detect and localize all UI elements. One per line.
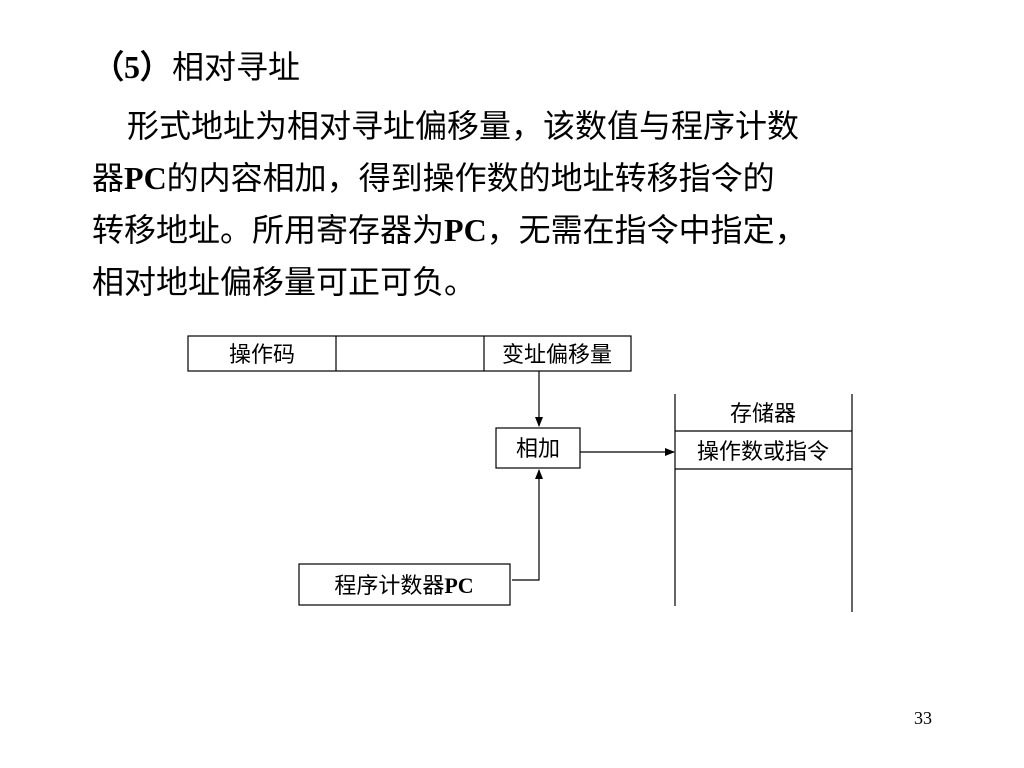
program-counter-box: 程序计数器PC	[298, 563, 511, 606]
instruction-format: 操作码 变址偏移量	[187, 335, 632, 372]
paragraph-line-2: 器PC的内容相加，得到操作数的地址转移指令的	[92, 152, 982, 204]
description-paragraph: 形式地址为相对寻址偏移量，该数值与程序计数 器PC的内容相加，得到操作数的地址转…	[92, 100, 982, 308]
pc-label-bold: PC	[444, 573, 473, 598]
paragraph-line-3: 转移地址。所用寄存器为PC，无需在指令中指定，	[92, 204, 982, 256]
paragraph-line-2-prefix: 器	[92, 160, 125, 196]
pc-to-adder-arrow	[512, 469, 543, 581]
adder-label: 相加	[516, 436, 560, 461]
offset-field: 变址偏移量	[502, 342, 612, 367]
paragraph-line-3-suffix: ，无需在指令中指定，	[486, 212, 807, 248]
paragraph-line-2-pc: PC	[124, 160, 167, 196]
heading-title: 相对寻址	[172, 49, 301, 85]
opcode-field: 操作码	[229, 342, 295, 367]
paragraph-line-3-prefix: 转移地址。所用寄存器为	[92, 212, 445, 248]
pc-outline	[298, 563, 511, 606]
heading-number: （5）	[92, 49, 173, 85]
pc-label-prefix: 程序计数器	[334, 573, 444, 598]
instruction-format-outline	[187, 335, 632, 372]
page-number: 33	[914, 708, 932, 728]
paragraph-line-2-suffix: 的内容相加，得到操作数的地址转移指令的	[166, 160, 775, 196]
paragraph-line-1: 形式地址为相对寻址偏移量，该数值与程序计数	[127, 108, 800, 144]
adder-box: 相加	[495, 427, 581, 469]
paragraph-line-3-pc: PC	[444, 212, 487, 248]
adder-outline	[495, 427, 581, 469]
memory-cell-label: 操作数或指令	[697, 439, 829, 464]
heading: （5）相对寻址	[92, 42, 300, 92]
memory-title: 存储器	[730, 401, 796, 426]
memory: 存储器 操作数或指令	[674, 394, 853, 612]
pc-label: 程序计数器PC	[334, 573, 473, 598]
paragraph-line-4: 相对地址偏移量可正可负。	[92, 264, 477, 300]
